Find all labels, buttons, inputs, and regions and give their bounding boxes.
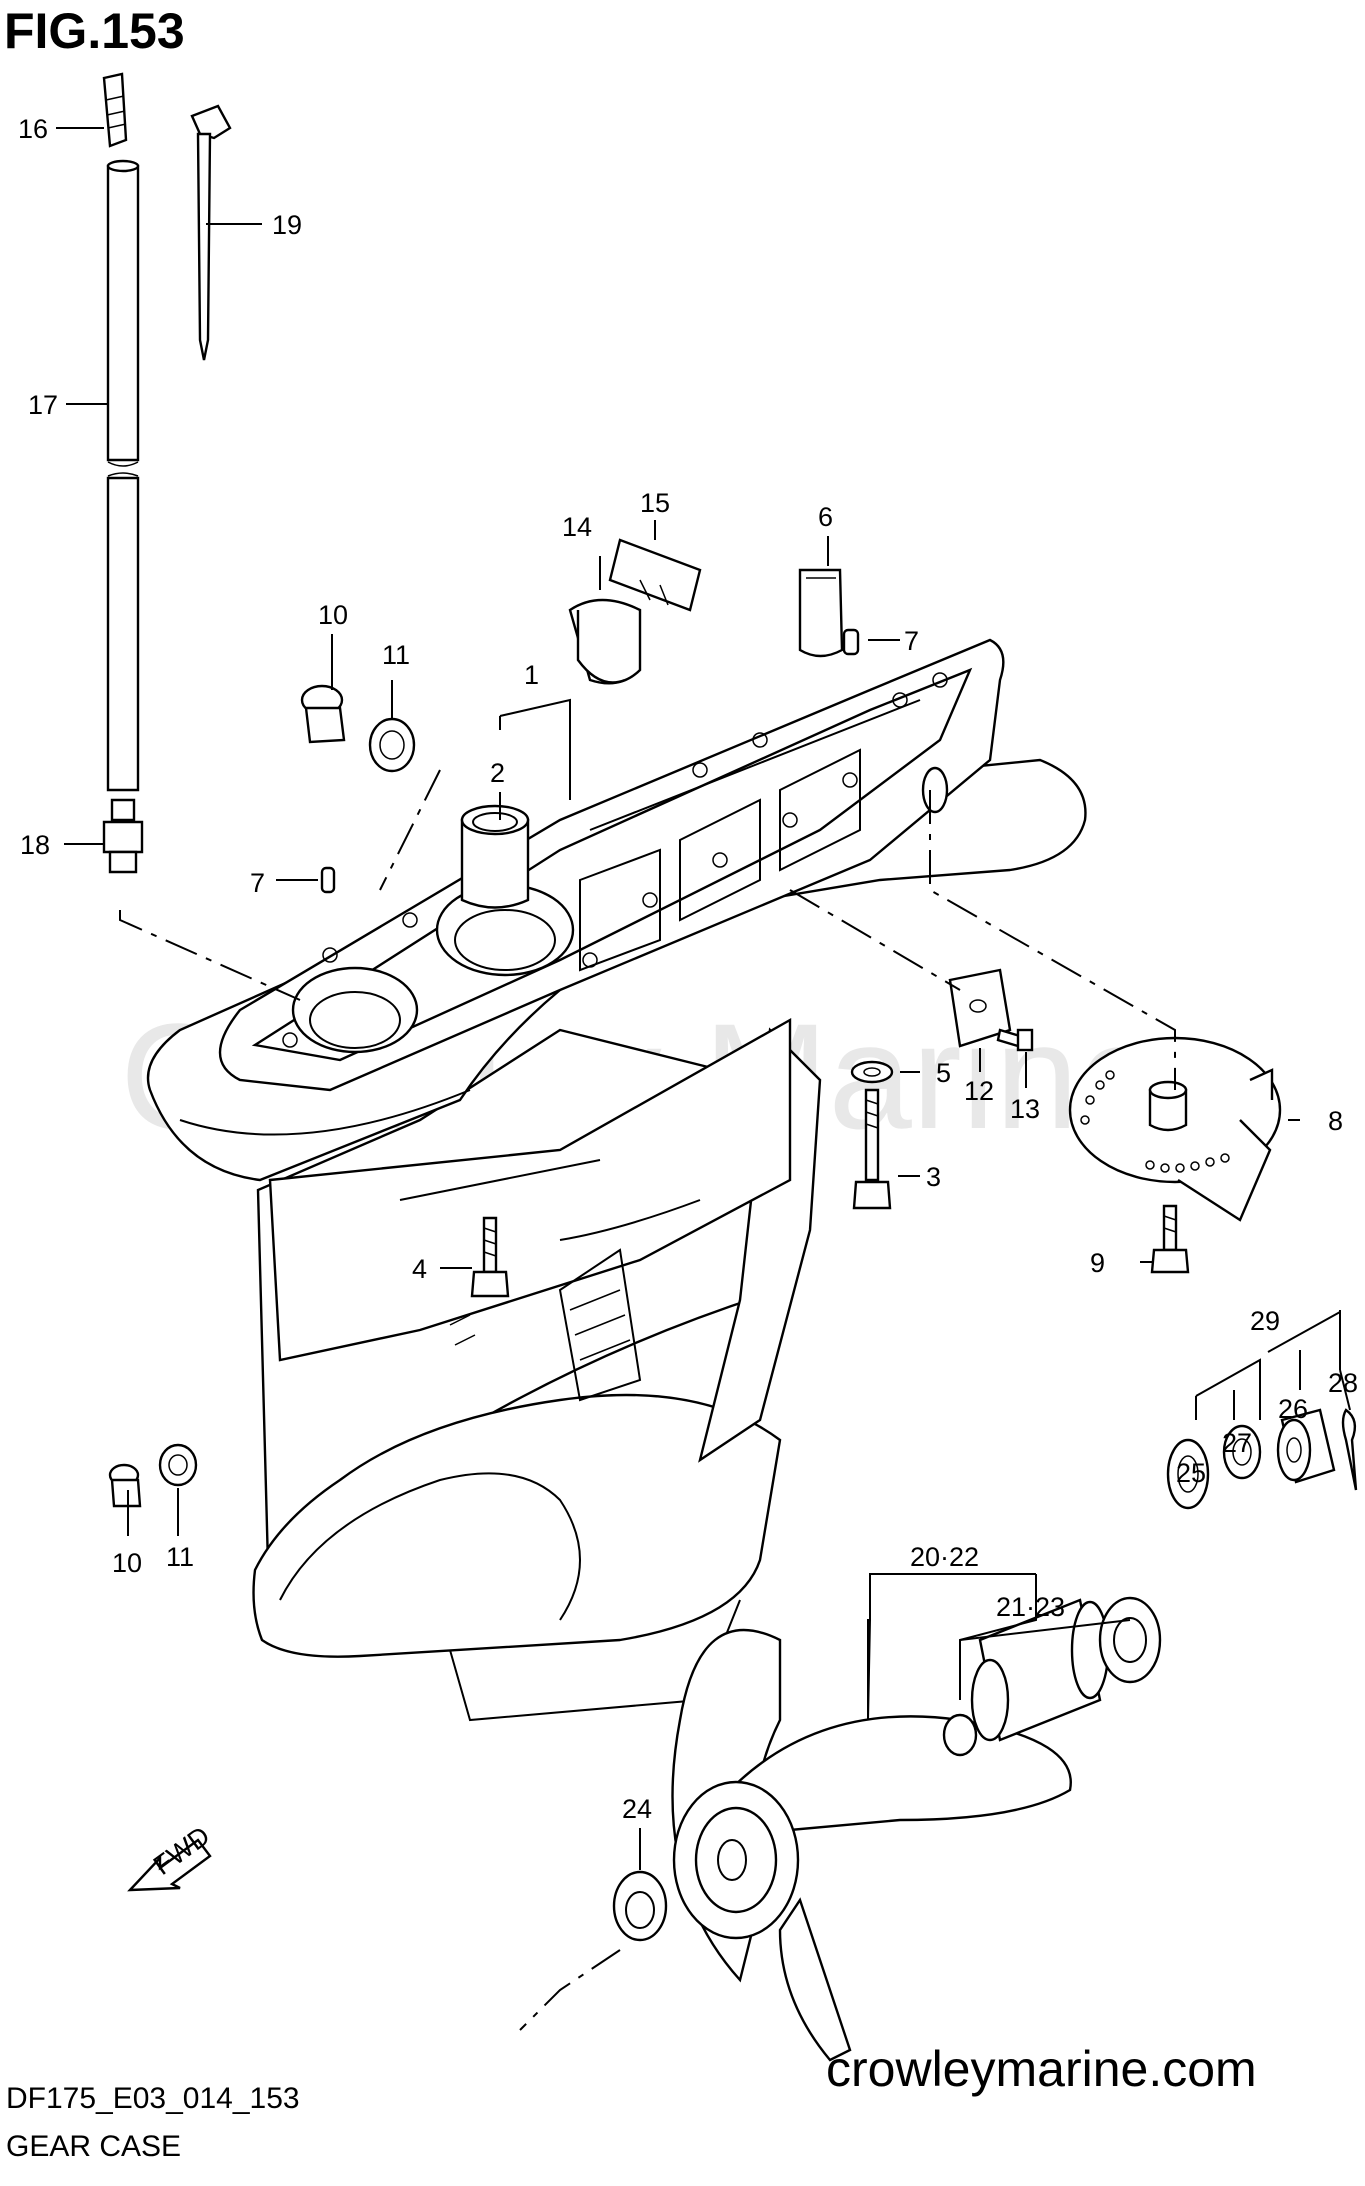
callout-19: 19 [272,210,302,240]
website-label[interactable]: crowleymarine.com [826,2041,1257,2097]
part-13-screw [996,1028,1034,1052]
callout-7-left: 7 [250,868,265,898]
callout-24: 24 [622,1794,652,1824]
part-24-spacer [612,1870,668,1942]
figure-name: GEAR CASE [6,2130,182,2163]
part-19-cable-tie [190,104,232,361]
figure-title: FIG.153 [4,3,185,59]
callout-26: 26 [1278,1394,1308,1424]
callout-3: 3 [926,1162,941,1192]
callout-15: 15 [640,488,670,518]
part-28-cotter-pin [1341,1408,1358,1491]
part-7-dowel-pin-top [842,628,860,656]
callout-labels: 16 19 17 18 10 11 1 2 14 15 6 7 7 5 12 1… [18,114,1358,1824]
callout-25: 25 [1176,1458,1206,1488]
part-5-washer [850,1060,894,1084]
callout-5: 5 [936,1058,951,1088]
figure-code: DF175_E03_014_153 [6,2082,300,2115]
part-3-bolt [852,1088,892,1210]
part-11-washer-upper [368,717,416,773]
assembly-lines [119,769,1176,2031]
part-10-plug-lower [108,1463,142,1508]
part-25-tab-washer [1166,1438,1210,1510]
callout-12: 12 [964,1076,994,1106]
fwd-arrow-icon: FWD [127,1820,215,1892]
part-9-bolt [1150,1204,1190,1274]
leader-lines [56,127,1351,1870]
part-12-anode-block [948,968,1012,1048]
callout-17: 17 [28,390,58,420]
part-17-shaft [106,159,140,792]
part-4-bolt [470,1216,510,1298]
part-8-trim-tab [1068,1036,1282,1222]
callout-2: 2 [490,758,505,788]
callout-20-22: 20·22 [910,1542,979,1572]
part-1-gear-case [146,638,1087,1722]
callout-28: 28 [1328,1368,1358,1398]
part-16-fitting-tip [102,72,128,148]
callout-6: 6 [818,502,833,532]
part-6-cap [798,568,844,658]
callout-27: 27 [1222,1428,1252,1458]
callout-16: 16 [18,114,48,144]
callout-7-top: 7 [904,626,919,656]
part-7-dowel-pin-left [320,866,336,894]
part-11-washer-lower [158,1443,198,1487]
part-21-23-spacer [942,1596,1162,1757]
callout-10-upper: 10 [318,600,348,630]
callout-1: 1 [524,660,539,690]
callout-9: 9 [1090,1248,1105,1278]
part-14-bracket [568,598,642,685]
callout-11-upper: 11 [382,640,410,670]
part-26-nut [1276,1408,1336,1484]
callout-18: 18 [20,830,50,860]
callout-10-lower: 10 [112,1548,142,1578]
callout-29: 29 [1250,1306,1280,1336]
part-18-fitting [102,798,144,874]
part-27-washer [1222,1424,1262,1480]
callout-4: 4 [412,1254,427,1284]
part-15-plate [608,538,702,612]
callout-14: 14 [562,512,592,542]
callout-21-23: 21·23 [996,1592,1065,1622]
callout-11-lower: 11 [166,1542,194,1572]
callout-8: 8 [1328,1106,1343,1136]
part-20-22-propeller [671,1629,1072,2062]
part-10-plug-upper [300,684,346,744]
callout-13: 13 [1010,1094,1040,1124]
